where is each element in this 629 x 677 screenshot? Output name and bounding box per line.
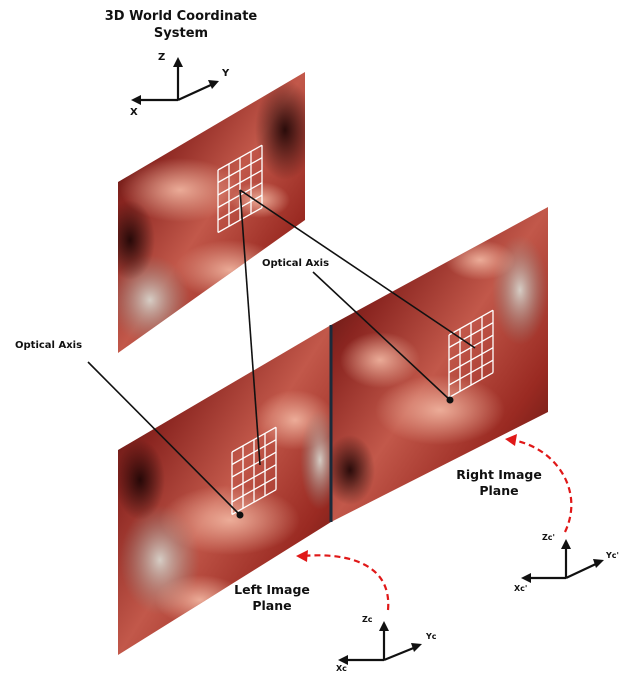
optical-axis-label-left: Optical Axis <box>15 340 82 351</box>
right-plane-label-line-2: Plane <box>444 483 554 499</box>
left-zc-label: Zc <box>362 615 373 624</box>
left-camera-axes <box>344 627 416 660</box>
principal-point-right <box>447 397 454 404</box>
world-x-label: X <box>130 107 138 118</box>
world-y-label: Y <box>222 68 229 79</box>
principal-point-left <box>237 512 244 519</box>
diagram-title: 3D World Coordinate System <box>95 8 267 42</box>
left-plane-label-line-2: Plane <box>222 598 322 614</box>
title-line-1: 3D World Coordinate <box>95 8 267 25</box>
left-camera-arrowheads-icon <box>338 621 422 665</box>
right-arrowhead-icon <box>505 434 517 446</box>
world-z-label: Z <box>158 52 165 63</box>
title-line-2: System <box>95 25 267 42</box>
optical-axis-label-top: Optical Axis <box>262 258 329 269</box>
world-axes-arrowheads-icon <box>131 57 219 105</box>
left-arrowhead-icon <box>296 550 308 562</box>
left-xc-label: Xc <box>336 664 347 673</box>
left-plane-label-line-1: Left Image <box>222 582 322 598</box>
right-xc-label: Xc' <box>514 584 527 593</box>
left-yc-label: Yc <box>426 632 437 641</box>
right-zc-label: Zc' <box>542 533 555 542</box>
right-image-plane-label: Right Image Plane <box>444 467 554 499</box>
left-image-plane-label: Left Image Plane <box>222 582 322 614</box>
right-plane-label-line-1: Right Image <box>444 467 554 483</box>
right-camera-axes <box>527 545 598 578</box>
right-camera-arrowheads-icon <box>521 539 604 583</box>
right-yc-label: Yc' <box>606 551 619 560</box>
world-axes <box>137 63 213 100</box>
